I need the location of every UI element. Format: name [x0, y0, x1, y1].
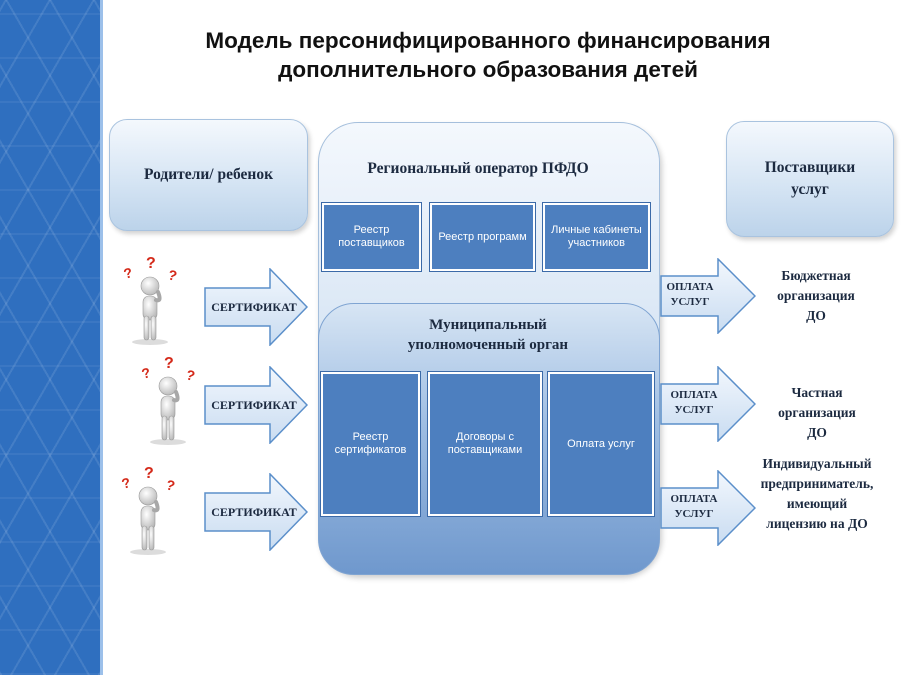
payment-label: ОПЛАТА УСЛУГ	[660, 280, 720, 310]
municipal-body-title: Муниципальный уполномоченный орган	[318, 315, 658, 355]
certificate-label: СЕРТИФИКАТ	[211, 398, 297, 412]
municipal-title-line-2: уполномоченный орган	[407, 337, 569, 353]
provider-line-3: ДО	[807, 425, 827, 440]
payment-label: ОПЛАТА УСЛУГ	[664, 388, 724, 418]
registry-certificates-box: Реестр сертификатов	[321, 372, 420, 516]
question-mark: ?	[164, 476, 176, 494]
suppliers-node: Поставщики услуг	[726, 121, 894, 237]
supplier-contracts-box: Договоры с поставщиками	[428, 372, 542, 516]
question-mark: ?	[166, 266, 178, 284]
question-mark: ?	[122, 264, 134, 282]
provider-line-4: лицензию на ДО	[766, 516, 868, 531]
registry-suppliers-box: Реестр поставщиков	[322, 203, 421, 271]
payment-label-line-1: ОПЛАТА	[670, 389, 718, 401]
provider-private-org: Частная организация ДО	[758, 383, 876, 443]
payment-label-line-2: УСЛУГ	[670, 296, 710, 308]
question-mark: ?	[120, 474, 132, 492]
parents-label: Родители/ ребенок	[144, 166, 273, 183]
personal-accounts-box: Личные кабинеты участников	[543, 203, 650, 271]
title-line-2: дополнительного образования детей	[278, 57, 698, 82]
provider-line-2: организация	[778, 405, 856, 420]
provider-line-1: Частная	[791, 385, 843, 400]
question-mark: ?	[140, 364, 152, 382]
side-decoration-edge	[100, 0, 103, 675]
provider-line-2: организация	[777, 288, 855, 303]
question-mark: ?	[164, 356, 174, 372]
provider-line-3: ДО	[806, 308, 826, 323]
payment-label-line-2: УСЛУГ	[674, 404, 714, 416]
page-title: Модель персонифицированного финансирован…	[110, 26, 866, 84]
side-decoration-strip	[0, 0, 100, 675]
person-icon: ? ? ?	[120, 466, 177, 555]
suppliers-label-line-2: услуг	[791, 181, 829, 198]
provider-budget-org: Бюджетная организация ДО	[758, 266, 874, 326]
question-mark: ?	[146, 256, 156, 272]
title-line-1: Модель персонифицированного финансирован…	[205, 28, 771, 53]
municipal-title-line-1: Муниципальный	[429, 317, 547, 333]
provider-line-3: имеющий	[786, 496, 848, 511]
provider-line-1: Бюджетная	[781, 268, 851, 283]
payment-label-line-1: ОПЛАТА	[670, 493, 718, 505]
certificate-label: СЕРТИФИКАТ	[211, 300, 297, 314]
payment-label-line-1: ОПЛАТА	[666, 281, 714, 293]
service-payment-box: Оплата услуг	[548, 372, 654, 516]
provider-individual-entrepreneur: Индивидуальный предприниматель, имеющий …	[748, 454, 886, 534]
registry-programs-box: Реестр программ	[430, 203, 535, 271]
provider-line-2: предприниматель,	[760, 476, 874, 491]
question-mark: ?	[184, 366, 196, 384]
certificate-arrow	[204, 473, 308, 551]
payment-label: ОПЛАТА УСЛУГ	[664, 492, 724, 522]
person-icon: ? ? ?	[140, 356, 197, 445]
question-mark: ?	[144, 466, 154, 482]
payment-arrow	[660, 366, 756, 442]
regional-operator-title: Региональный оператор ПФДО	[367, 160, 589, 177]
payment-arrow	[660, 470, 756, 546]
person-icon: ? ? ?	[122, 256, 179, 345]
certificate-arrow	[204, 366, 308, 444]
parents-node: Родители/ ребенок	[109, 119, 308, 231]
provider-line-1: Индивидуальный	[762, 456, 872, 471]
certificate-arrow	[204, 268, 308, 346]
suppliers-label-line-1: Поставщики	[764, 159, 856, 176]
payment-label-line-2: УСЛУГ	[674, 508, 714, 520]
certificate-label: СЕРТИФИКАТ	[211, 505, 297, 519]
payment-arrow	[660, 258, 756, 334]
